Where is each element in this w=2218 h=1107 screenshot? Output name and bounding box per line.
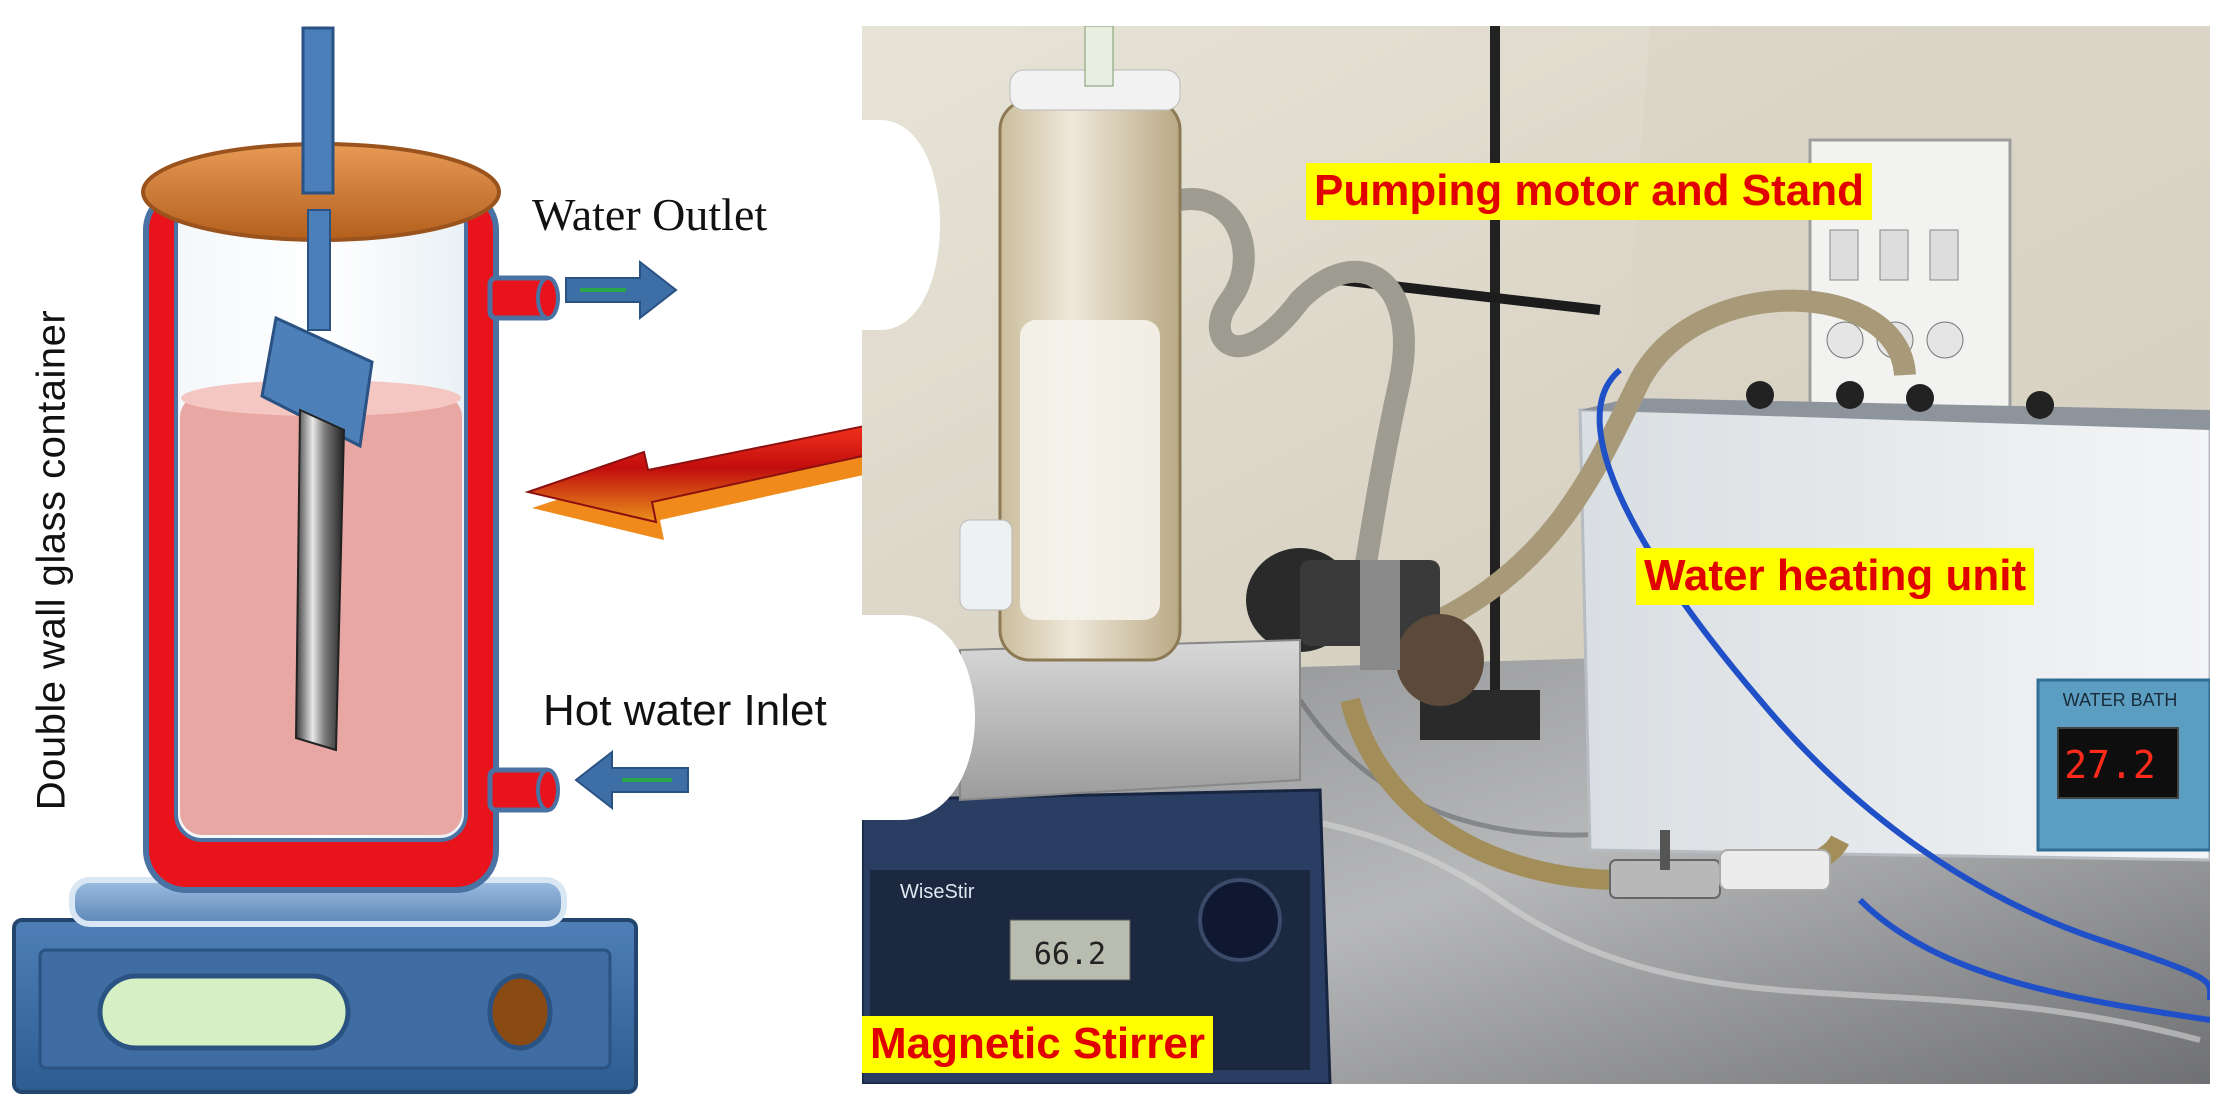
stirrer-shaft-inside bbox=[307, 209, 331, 331]
stirrer-brand-text: WiseStir bbox=[900, 881, 975, 903]
pumping-motor-label: Pumping motor and Stand bbox=[1306, 163, 1872, 220]
valve bbox=[1609, 830, 1831, 899]
outlet-port bbox=[487, 275, 560, 321]
stirrer-readout: 66.2 bbox=[1034, 937, 1106, 972]
stirrer-paddle bbox=[260, 315, 374, 449]
bath-temperature-readout: 27.2 bbox=[2064, 743, 2156, 787]
stirrer-display-window bbox=[97, 973, 351, 1051]
outlet-arrow bbox=[565, 259, 678, 321]
magnetic-stirrer-schematic bbox=[12, 877, 638, 1094]
water-bath: WATER BATH 27.2 bbox=[1578, 381, 2210, 862]
hose-vessel-outlet bbox=[1178, 188, 1415, 602]
stirrer-shaft bbox=[301, 26, 335, 195]
side-label-vertical: Double wall glass container bbox=[29, 309, 74, 811]
double-wall-vessel bbox=[141, 26, 560, 893]
callout-bump-top bbox=[862, 120, 940, 330]
magnetic-stirrer-label: Magnetic Stirrer bbox=[862, 1016, 1213, 1073]
inlet-arrow bbox=[574, 749, 689, 811]
blue-tube bbox=[1596, 367, 2210, 1000]
water-outlet-label: Water Outlet bbox=[532, 189, 768, 240]
water-heating-unit-label: Water heating unit bbox=[1636, 548, 2035, 605]
reaction-vessel-photo bbox=[959, 26, 1182, 662]
big-pointer-arrow bbox=[524, 412, 954, 540]
hot-water-inlet-label: Hot water Inlet bbox=[543, 686, 827, 735]
stirrer-knob bbox=[487, 973, 553, 1051]
stirrer-blade bbox=[294, 408, 346, 752]
pumping-motor bbox=[1246, 548, 1484, 706]
schematic bbox=[12, 26, 954, 1094]
hose-bath-to-pump bbox=[1435, 289, 1916, 630]
callout-bump-bottom bbox=[862, 615, 975, 820]
stand-rod bbox=[1490, 26, 1500, 706]
bath-brand-text: WATER BATH bbox=[2063, 690, 2178, 710]
inlet-port bbox=[487, 767, 560, 813]
bath-control-panel: WATER BATH 27.2 bbox=[2036, 678, 2210, 852]
